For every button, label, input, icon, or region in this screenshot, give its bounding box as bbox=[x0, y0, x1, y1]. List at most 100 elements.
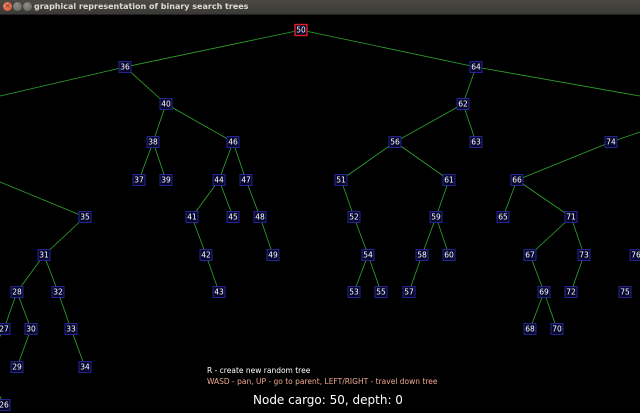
tree-edge-28-30 bbox=[16, 291, 32, 330]
tree-node[interactable]: 46 bbox=[226, 136, 240, 148]
tree-node[interactable]: 51 bbox=[334, 174, 348, 186]
tree-node[interactable]: 62 bbox=[456, 98, 470, 110]
tree-node-box bbox=[550, 323, 564, 335]
title-bar[interactable]: × graphical representation of binary sea… bbox=[0, 0, 640, 15]
tree-node[interactable]: 34 bbox=[78, 361, 92, 373]
tree-node[interactable]: 49 bbox=[266, 249, 280, 261]
tree-edge-59-58 bbox=[421, 216, 437, 256]
tree-node-label: 69 bbox=[539, 288, 549, 297]
tree-node[interactable]: 55 bbox=[374, 286, 388, 298]
tree-node-selected[interactable]: 50 bbox=[294, 23, 308, 37]
tree-node[interactable]: 52 bbox=[347, 211, 361, 223]
tree-edge-50-64 bbox=[300, 29, 477, 68]
tree-node[interactable]: 31 bbox=[37, 249, 51, 261]
tree-edge-38-39 bbox=[152, 141, 167, 181]
tree-node[interactable]: 32 bbox=[51, 286, 65, 298]
tree-node[interactable]: 43 bbox=[212, 286, 226, 298]
tree-node[interactable]: 39 bbox=[159, 174, 173, 186]
tree-node[interactable]: 73 bbox=[577, 249, 591, 261]
tree-node[interactable]: 38 bbox=[146, 136, 160, 148]
tree-edge-56-51 bbox=[340, 141, 396, 181]
tree-edge-69-68 bbox=[529, 291, 545, 330]
tree-edge-58-57 bbox=[408, 254, 423, 293]
tree-node[interactable]: 66 bbox=[510, 174, 524, 186]
tree-node-box bbox=[510, 174, 524, 186]
tree-edge-42-43 bbox=[205, 254, 220, 293]
tree-node-label: 59 bbox=[431, 213, 441, 222]
tree-node-box bbox=[429, 211, 443, 223]
tree-node-label: 48 bbox=[255, 213, 265, 222]
tree-node[interactable]: 47 bbox=[239, 174, 253, 186]
tree-node[interactable]: 48 bbox=[253, 211, 267, 223]
tree-node[interactable]: 69 bbox=[537, 286, 551, 298]
tree-node-box bbox=[37, 249, 51, 261]
tree-node-label: 52 bbox=[349, 213, 359, 222]
tree-node[interactable]: 64 bbox=[469, 61, 483, 73]
tree-node[interactable]: 41 bbox=[185, 211, 199, 223]
tree-node[interactable]: 74 bbox=[604, 136, 618, 148]
tree-node[interactable]: 76 bbox=[629, 249, 640, 261]
tree-node[interactable]: 26 bbox=[0, 399, 11, 411]
tree-node-box bbox=[496, 211, 510, 223]
tree-node[interactable]: 65 bbox=[496, 211, 510, 223]
tree-node-label: 36 bbox=[120, 63, 130, 72]
window-minimize-button[interactable] bbox=[13, 2, 22, 11]
tree-edge-41-42 bbox=[191, 216, 207, 256]
tree-node-label: 44 bbox=[214, 176, 224, 185]
tree-node[interactable]: 27 bbox=[0, 323, 11, 335]
tree-node[interactable]: 40 bbox=[159, 98, 173, 110]
tree-node[interactable]: 75 bbox=[618, 286, 632, 298]
tree-node-label: 50 bbox=[296, 26, 306, 35]
tree-node[interactable]: 54 bbox=[361, 249, 375, 261]
tree-node[interactable]: 70 bbox=[550, 323, 564, 335]
tree-edge-74-66 bbox=[516, 141, 612, 181]
tree-node[interactable]: 57 bbox=[402, 286, 416, 298]
tree-node[interactable]: 60 bbox=[442, 249, 456, 261]
tree-edge-30-29 bbox=[16, 328, 32, 368]
tree-node[interactable]: 67 bbox=[523, 249, 537, 261]
tree-node[interactable]: 53 bbox=[347, 286, 361, 298]
tree-node-label: 74 bbox=[606, 138, 616, 147]
tree-node-box bbox=[577, 249, 591, 261]
window-maximize-button[interactable] bbox=[23, 2, 32, 11]
tree-node[interactable]: 59 bbox=[429, 211, 443, 223]
tree-node[interactable]: 42 bbox=[199, 249, 213, 261]
tree-node[interactable]: 28 bbox=[10, 286, 24, 298]
tree-edge-31-32 bbox=[43, 254, 59, 293]
tree-node[interactable]: 56 bbox=[388, 136, 402, 148]
tree-node-label: 49 bbox=[268, 251, 278, 260]
tree-canvas[interactable]: 50 36 64 40 62 38 46 56 63 74 37 39 44 47 51 61 66 35 41 45… bbox=[0, 14, 640, 413]
tree-node[interactable]: 68 bbox=[523, 323, 537, 335]
tree-node[interactable]: 61 bbox=[442, 174, 456, 186]
window-close-button[interactable]: × bbox=[3, 2, 12, 11]
tree-edge-71-67 bbox=[529, 216, 572, 256]
tree-node[interactable]: 45 bbox=[226, 211, 240, 223]
tree-node-box bbox=[618, 286, 632, 298]
tree-node[interactable]: 29 bbox=[10, 361, 24, 373]
tree-node[interactable]: 35 bbox=[78, 211, 92, 223]
tree-node[interactable]: 30 bbox=[24, 323, 38, 335]
tree-node-label: 29 bbox=[12, 363, 22, 372]
tree-node-label: 28 bbox=[12, 288, 22, 297]
tree-node[interactable]: 37 bbox=[132, 174, 146, 186]
tree-node[interactable]: 44 bbox=[212, 174, 226, 186]
tree-node[interactable]: 71 bbox=[564, 211, 578, 223]
tree-node-label: 35 bbox=[80, 213, 90, 222]
help-text-navigation: WASD - pan, UP - go to parent, LEFT/RIGH… bbox=[207, 377, 438, 386]
tree-node[interactable]: 63 bbox=[469, 136, 483, 148]
tree-node[interactable]: 58 bbox=[415, 249, 429, 261]
tree-edge-offscreen-0 bbox=[0, 66, 126, 97]
tree-edge-59-60 bbox=[435, 216, 450, 256]
tree-node-label: 70 bbox=[552, 325, 562, 334]
tree-node-box bbox=[212, 286, 226, 298]
tree-node[interactable]: 33 bbox=[64, 323, 78, 335]
node-status-text: Node cargo: 50, depth: 0 bbox=[253, 393, 403, 407]
tree-edge-67-69 bbox=[529, 254, 545, 293]
tree-node-label: 31 bbox=[39, 251, 49, 260]
tree-node-box bbox=[64, 323, 78, 335]
tree-edge-40-46 bbox=[165, 103, 234, 143]
tree-node-label: 56 bbox=[390, 138, 400, 147]
tree-node[interactable]: 72 bbox=[564, 286, 578, 298]
tree-node[interactable]: 36 bbox=[118, 61, 132, 73]
